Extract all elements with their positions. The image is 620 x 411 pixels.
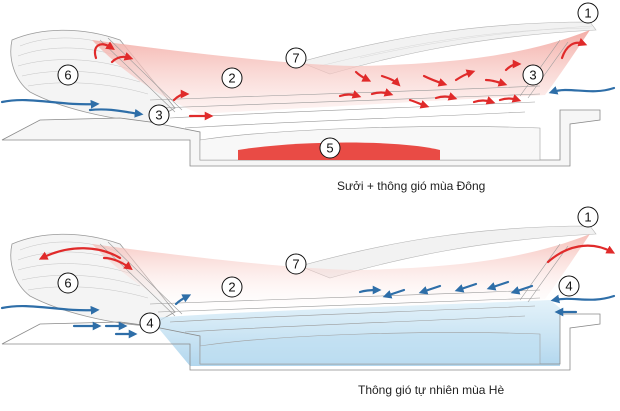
svg-text:2: 2: [228, 71, 235, 86]
warm-air-arrow-icon: [38, 247, 122, 260]
base-structure: [1, 109, 601, 167]
right-roof: [299, 21, 597, 75]
cool-air-arrow-icon: [88, 108, 144, 118]
cool-air-arrow-icon: [510, 284, 534, 295]
marker-6: 6: [57, 272, 79, 294]
winter-markers: 1 7 6 2 3 3 5: [57, 2, 599, 159]
warm-air-arrow-icon: [546, 244, 616, 264]
right-roof: [299, 225, 597, 279]
cool-air-arrow-icon: [0, 304, 100, 315]
cool-air-arrow-icon: [550, 294, 616, 304]
warm-air-arrow-icon: [504, 59, 522, 72]
warm-air-arrow-icon: [408, 98, 430, 109]
summer-air-arrows: [0, 244, 616, 339]
marker-7: 7: [285, 47, 307, 69]
warm-air-arrow-icon: [110, 52, 134, 64]
warm-air-arrow-icon: [434, 92, 458, 101]
marker-1: 1: [577, 2, 599, 24]
marker-2: 2: [221, 276, 243, 298]
svg-text:1: 1: [584, 210, 591, 225]
warm-air-arrow-icon: [454, 69, 476, 82]
winter-section: 1 7 6 2 3 3 5: [0, 2, 616, 167]
warm-air-arrow-icon: [93, 41, 115, 60]
warm-air-arrow-icon: [338, 90, 362, 99]
summer-caption: Thông gió tự nhiên mùa Hè: [358, 383, 505, 397]
svg-text:7: 7: [292, 51, 299, 66]
warm-air-arrow-icon: [354, 70, 372, 82]
svg-text:3: 3: [155, 108, 162, 123]
warm-air-arrow-icon: [422, 74, 448, 87]
warm-air-arrow-icon: [380, 74, 401, 87]
marker-7: 7: [285, 253, 307, 275]
cool-air-arrow-icon: [382, 288, 406, 299]
cool-air-arrow-icon: [0, 98, 100, 109]
marker-4-right: 4: [558, 275, 580, 297]
svg-text:3: 3: [529, 68, 536, 83]
svg-text:6: 6: [64, 68, 71, 83]
winter-caption: Sưởi + thông gió mùa Đông: [337, 179, 486, 193]
warm-air-arrow-icon: [172, 89, 190, 102]
heated-air-volume: [92, 30, 590, 114]
svg-text:6: 6: [64, 276, 71, 291]
cool-air-arrow-icon: [174, 294, 192, 306]
svg-text:5: 5: [326, 141, 333, 156]
cool-air-arrow-icon: [548, 86, 616, 95]
cool-air-arrow-icon: [486, 280, 510, 291]
marker-2: 2: [221, 67, 243, 89]
winter-air-arrows: [0, 37, 616, 121]
svg-text:2: 2: [228, 280, 235, 295]
warm-air-arrow-icon: [498, 94, 522, 103]
marker-5: 5: [319, 137, 341, 159]
cool-air-arrow-icon: [358, 285, 382, 295]
warm-air-arrow-icon: [472, 96, 496, 105]
cool-air-arrow-icon: [418, 284, 442, 295]
warm-air-arrow-icon: [370, 88, 394, 97]
warm-upper-air: [92, 234, 590, 318]
summer-markers: 1 7 6 2 4 4: [57, 206, 599, 334]
svg-text:4: 4: [565, 279, 572, 294]
marker-3-left: 3: [148, 104, 170, 126]
svg-text:7: 7: [292, 257, 299, 272]
svg-text:1: 1: [584, 6, 591, 21]
cool-air-arrow-icon: [454, 282, 478, 293]
warm-air-arrow-icon: [560, 37, 588, 60]
marker-6: 6: [57, 64, 79, 86]
summer-section: 1 7 6 2 4 4: [0, 206, 616, 371]
warm-air-arrow-icon: [102, 256, 133, 271]
marker-3-right: 3: [522, 64, 544, 86]
svg-text:4: 4: [146, 316, 153, 331]
warm-air-arrow-icon: [484, 78, 508, 87]
marker-1: 1: [577, 206, 599, 228]
marker-4-left: 4: [139, 312, 161, 334]
